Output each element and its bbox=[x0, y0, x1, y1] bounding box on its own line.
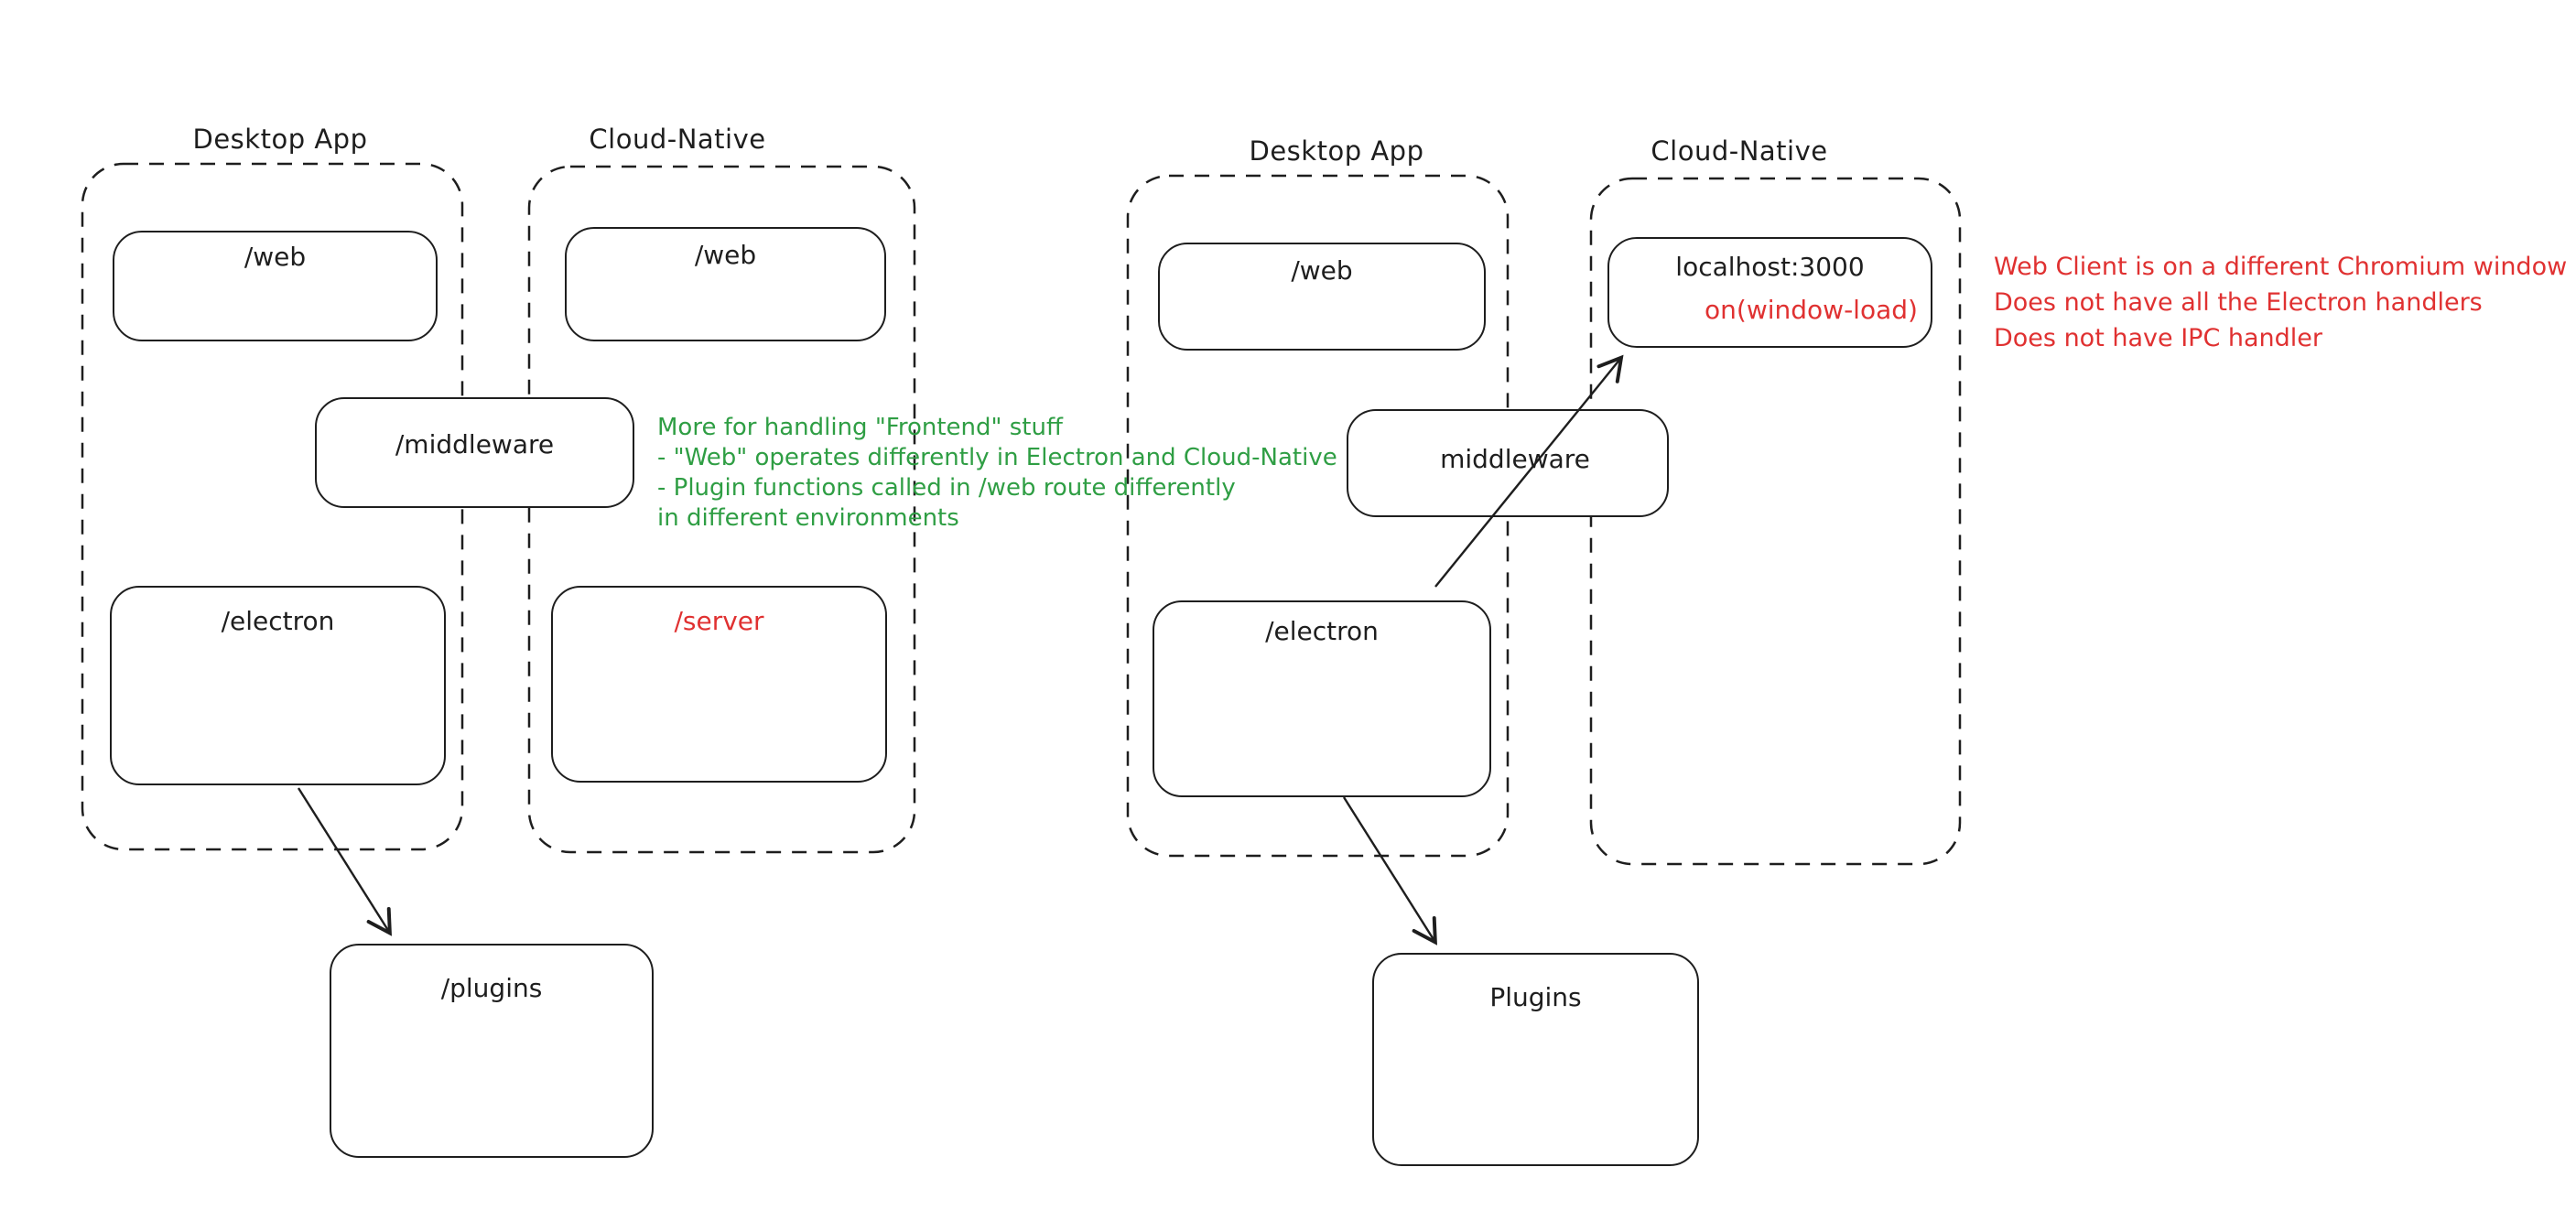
right-desktop-app-label: Desktop App bbox=[1249, 135, 1424, 167]
right-cloud-native-label: Cloud-Native bbox=[1651, 135, 1828, 167]
left-desktop-web-label: /web bbox=[244, 242, 307, 272]
left-electron-label: /electron bbox=[221, 606, 335, 636]
left-middleware-label: /middleware bbox=[395, 429, 555, 459]
left-cloud-web-label: /web bbox=[694, 240, 757, 270]
left-plugins-node[interactable]: /plugins bbox=[330, 944, 654, 1158]
green-note-line-4: in different environments bbox=[657, 504, 959, 532]
right-localhost-label: localhost:3000 bbox=[1675, 252, 1865, 282]
right-middleware-node[interactable]: middleware bbox=[1347, 409, 1669, 517]
right-localhost-event-label: on(window-load) bbox=[1705, 295, 1918, 325]
right-middleware-label: middleware bbox=[1440, 444, 1590, 474]
right-desktop-web-node[interactable]: /web bbox=[1158, 243, 1486, 351]
left-server-label: /server bbox=[674, 606, 764, 636]
left-cloud-web-node[interactable]: /web bbox=[565, 227, 886, 341]
left-cloud-native-container[interactable] bbox=[527, 165, 916, 854]
left-middleware-node[interactable]: /middleware bbox=[315, 397, 634, 508]
red-note-line-2: Does not have all the Electron handlers bbox=[1994, 288, 2483, 317]
right-electron-label: /electron bbox=[1265, 616, 1379, 646]
left-cloud-native-label: Cloud-Native bbox=[589, 124, 766, 155]
red-note-line-1: Web Client is on a different Chromium wi… bbox=[1994, 253, 2568, 281]
right-plugins-label: Plugins bbox=[1489, 982, 1582, 1012]
left-server-node[interactable]: /server bbox=[551, 586, 887, 783]
right-localhost-node[interactable]: localhost:3000 on(window-load) bbox=[1607, 237, 1932, 348]
green-note-line-3: - Plugin functions called in /web route … bbox=[657, 474, 1236, 502]
red-note-line-3: Does not have IPC handler bbox=[1994, 324, 2323, 352]
left-desktop-web-node[interactable]: /web bbox=[113, 231, 438, 341]
left-green-note: More for handling "Frontend" stuff - "We… bbox=[657, 413, 1337, 534]
left-plugins-label: /plugins bbox=[440, 973, 543, 1003]
left-electron-node[interactable]: /electron bbox=[110, 586, 446, 785]
green-note-line-2: - "Web" operates differently in Electron… bbox=[657, 444, 1337, 471]
right-red-note: Web Client is on a different Chromium wi… bbox=[1994, 249, 2567, 356]
right-desktop-web-label: /web bbox=[1291, 255, 1353, 286]
green-note-line-1: More for handling "Frontend" stuff bbox=[657, 414, 1063, 441]
left-desktop-app-label: Desktop App bbox=[192, 124, 368, 155]
right-electron-node[interactable]: /electron bbox=[1153, 600, 1491, 797]
right-plugins-node[interactable]: Plugins bbox=[1372, 953, 1699, 1166]
left-desktop-app-container[interactable] bbox=[81, 162, 464, 851]
